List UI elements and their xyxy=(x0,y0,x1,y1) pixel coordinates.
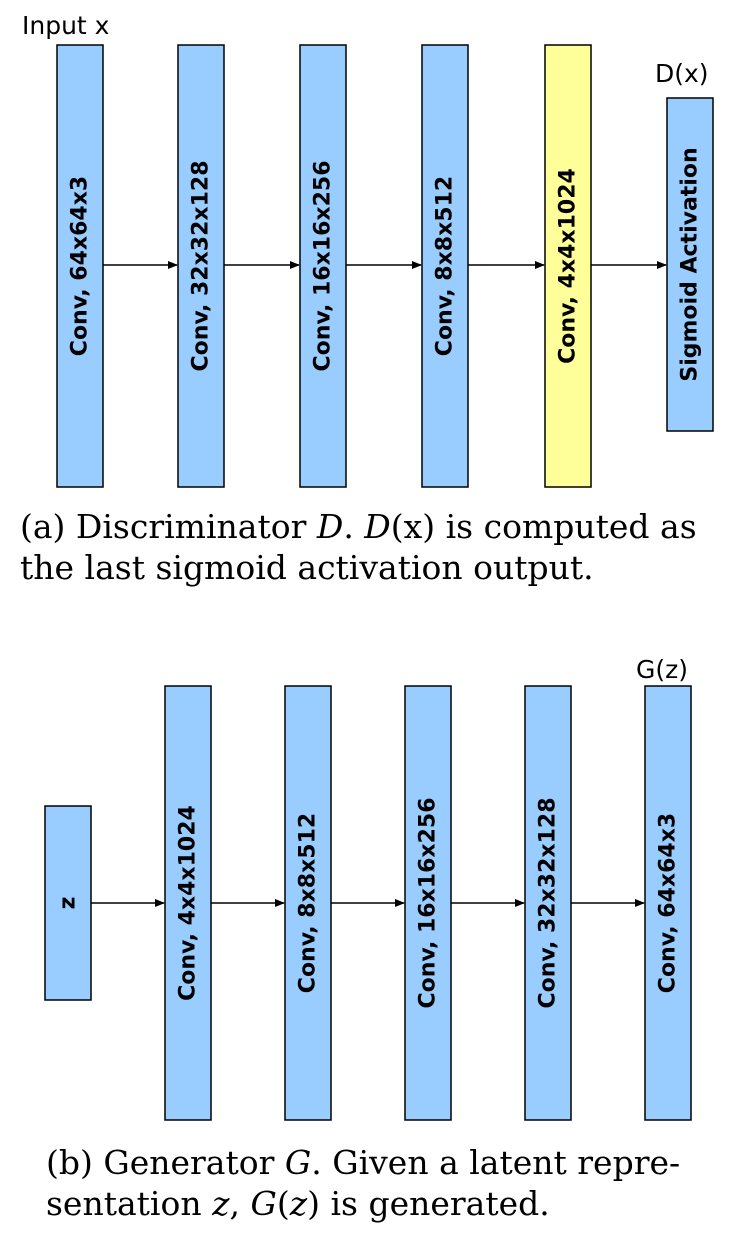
generator-block-4-box xyxy=(404,685,452,1121)
generator-block-1: z xyxy=(44,805,92,1001)
generator-block-5-box xyxy=(524,685,572,1121)
discriminator-block-4-box xyxy=(421,44,469,488)
discriminator-block-2-box xyxy=(177,44,225,488)
caption-a-line2: the last sigmoid activation output. xyxy=(20,548,594,587)
discriminator-block-1-label: Conv, 64x64x3 xyxy=(68,176,93,356)
caption-a-line1: (a) Discriminator D. D(x) is computed as xyxy=(20,507,697,546)
discriminator-block-1: Conv, 64x64x3 xyxy=(56,44,104,488)
discriminator-block-2-label: Conv, 32x32x128 xyxy=(189,160,214,371)
discriminator-block-2: Conv, 32x32x128 xyxy=(177,44,225,488)
caption-generator: (b) Generator G. Given a latent repre- s… xyxy=(46,1142,726,1224)
discriminator-block-6-box xyxy=(666,97,714,432)
generator-block-2-label: Conv, 4x4x1024 xyxy=(176,805,201,1001)
discriminator-blocks: Conv, 64x64x3 Conv, 32x32x128 Conv, 16x16x… xyxy=(56,44,714,488)
discriminator-block-5-label: Conv, 4x4x1024 xyxy=(556,168,581,364)
discriminator-block-4-label: Conv, 8x8x512 xyxy=(433,176,458,356)
discriminator-block-4: Conv, 8x8x512 xyxy=(421,44,469,488)
generator-block-3: Conv, 8x8x512 xyxy=(284,685,332,1121)
generator-block-3-box xyxy=(284,685,332,1121)
discriminator-block-1-box xyxy=(56,44,104,488)
discriminator-block-6-label: Sigmoid Activation xyxy=(678,147,703,381)
generator-block-4-label: Conv, 16x16x256 xyxy=(416,797,441,1008)
generator-block-3-label: Conv, 8x8x512 xyxy=(296,813,321,993)
discriminator-block-3: Conv, 16x16x256 xyxy=(299,44,347,488)
input-x-label: Input x xyxy=(22,11,109,40)
caption-b-line1: (b) Generator G. Given a latent repre- xyxy=(46,1143,681,1182)
gz-output-label: G(z) xyxy=(636,655,688,684)
discriminator-block-3-label: Conv, 16x16x256 xyxy=(311,160,336,371)
generator-block-6-label: Conv, 64x64x3 xyxy=(656,813,681,993)
discriminator-block-5: Conv, 4x4x1024 xyxy=(544,44,592,488)
generator-block-1-label: z xyxy=(56,897,81,910)
caption-discriminator: (a) Discriminator D. D(x) is computed as… xyxy=(20,506,732,588)
dx-output-label: D(x) xyxy=(655,59,709,88)
discriminator-block-5-box xyxy=(544,44,592,488)
generator-block-6-box xyxy=(644,685,692,1121)
generator-block-5-label: Conv, 32x32x128 xyxy=(536,797,561,1008)
generator-block-2-box xyxy=(164,685,212,1121)
discriminator-block-6: Sigmoid Activation xyxy=(666,97,714,432)
generator-block-2: Conv, 4x4x1024 xyxy=(164,685,212,1121)
generator-blocks: z Conv, 4x4x1024 Conv, 8x8x512 Conv, 16x16x… xyxy=(44,685,692,1121)
caption-b-line2: sentation z, G(z) is generated. xyxy=(46,1184,550,1223)
generator-block-5: Conv, 32x32x128 xyxy=(524,685,572,1121)
generator-block-4: Conv, 16x16x256 xyxy=(404,685,452,1121)
discriminator-block-3-box xyxy=(299,44,347,488)
generator-block-1-box xyxy=(44,805,92,1001)
generator-block-6: Conv, 64x64x3 xyxy=(644,685,692,1121)
